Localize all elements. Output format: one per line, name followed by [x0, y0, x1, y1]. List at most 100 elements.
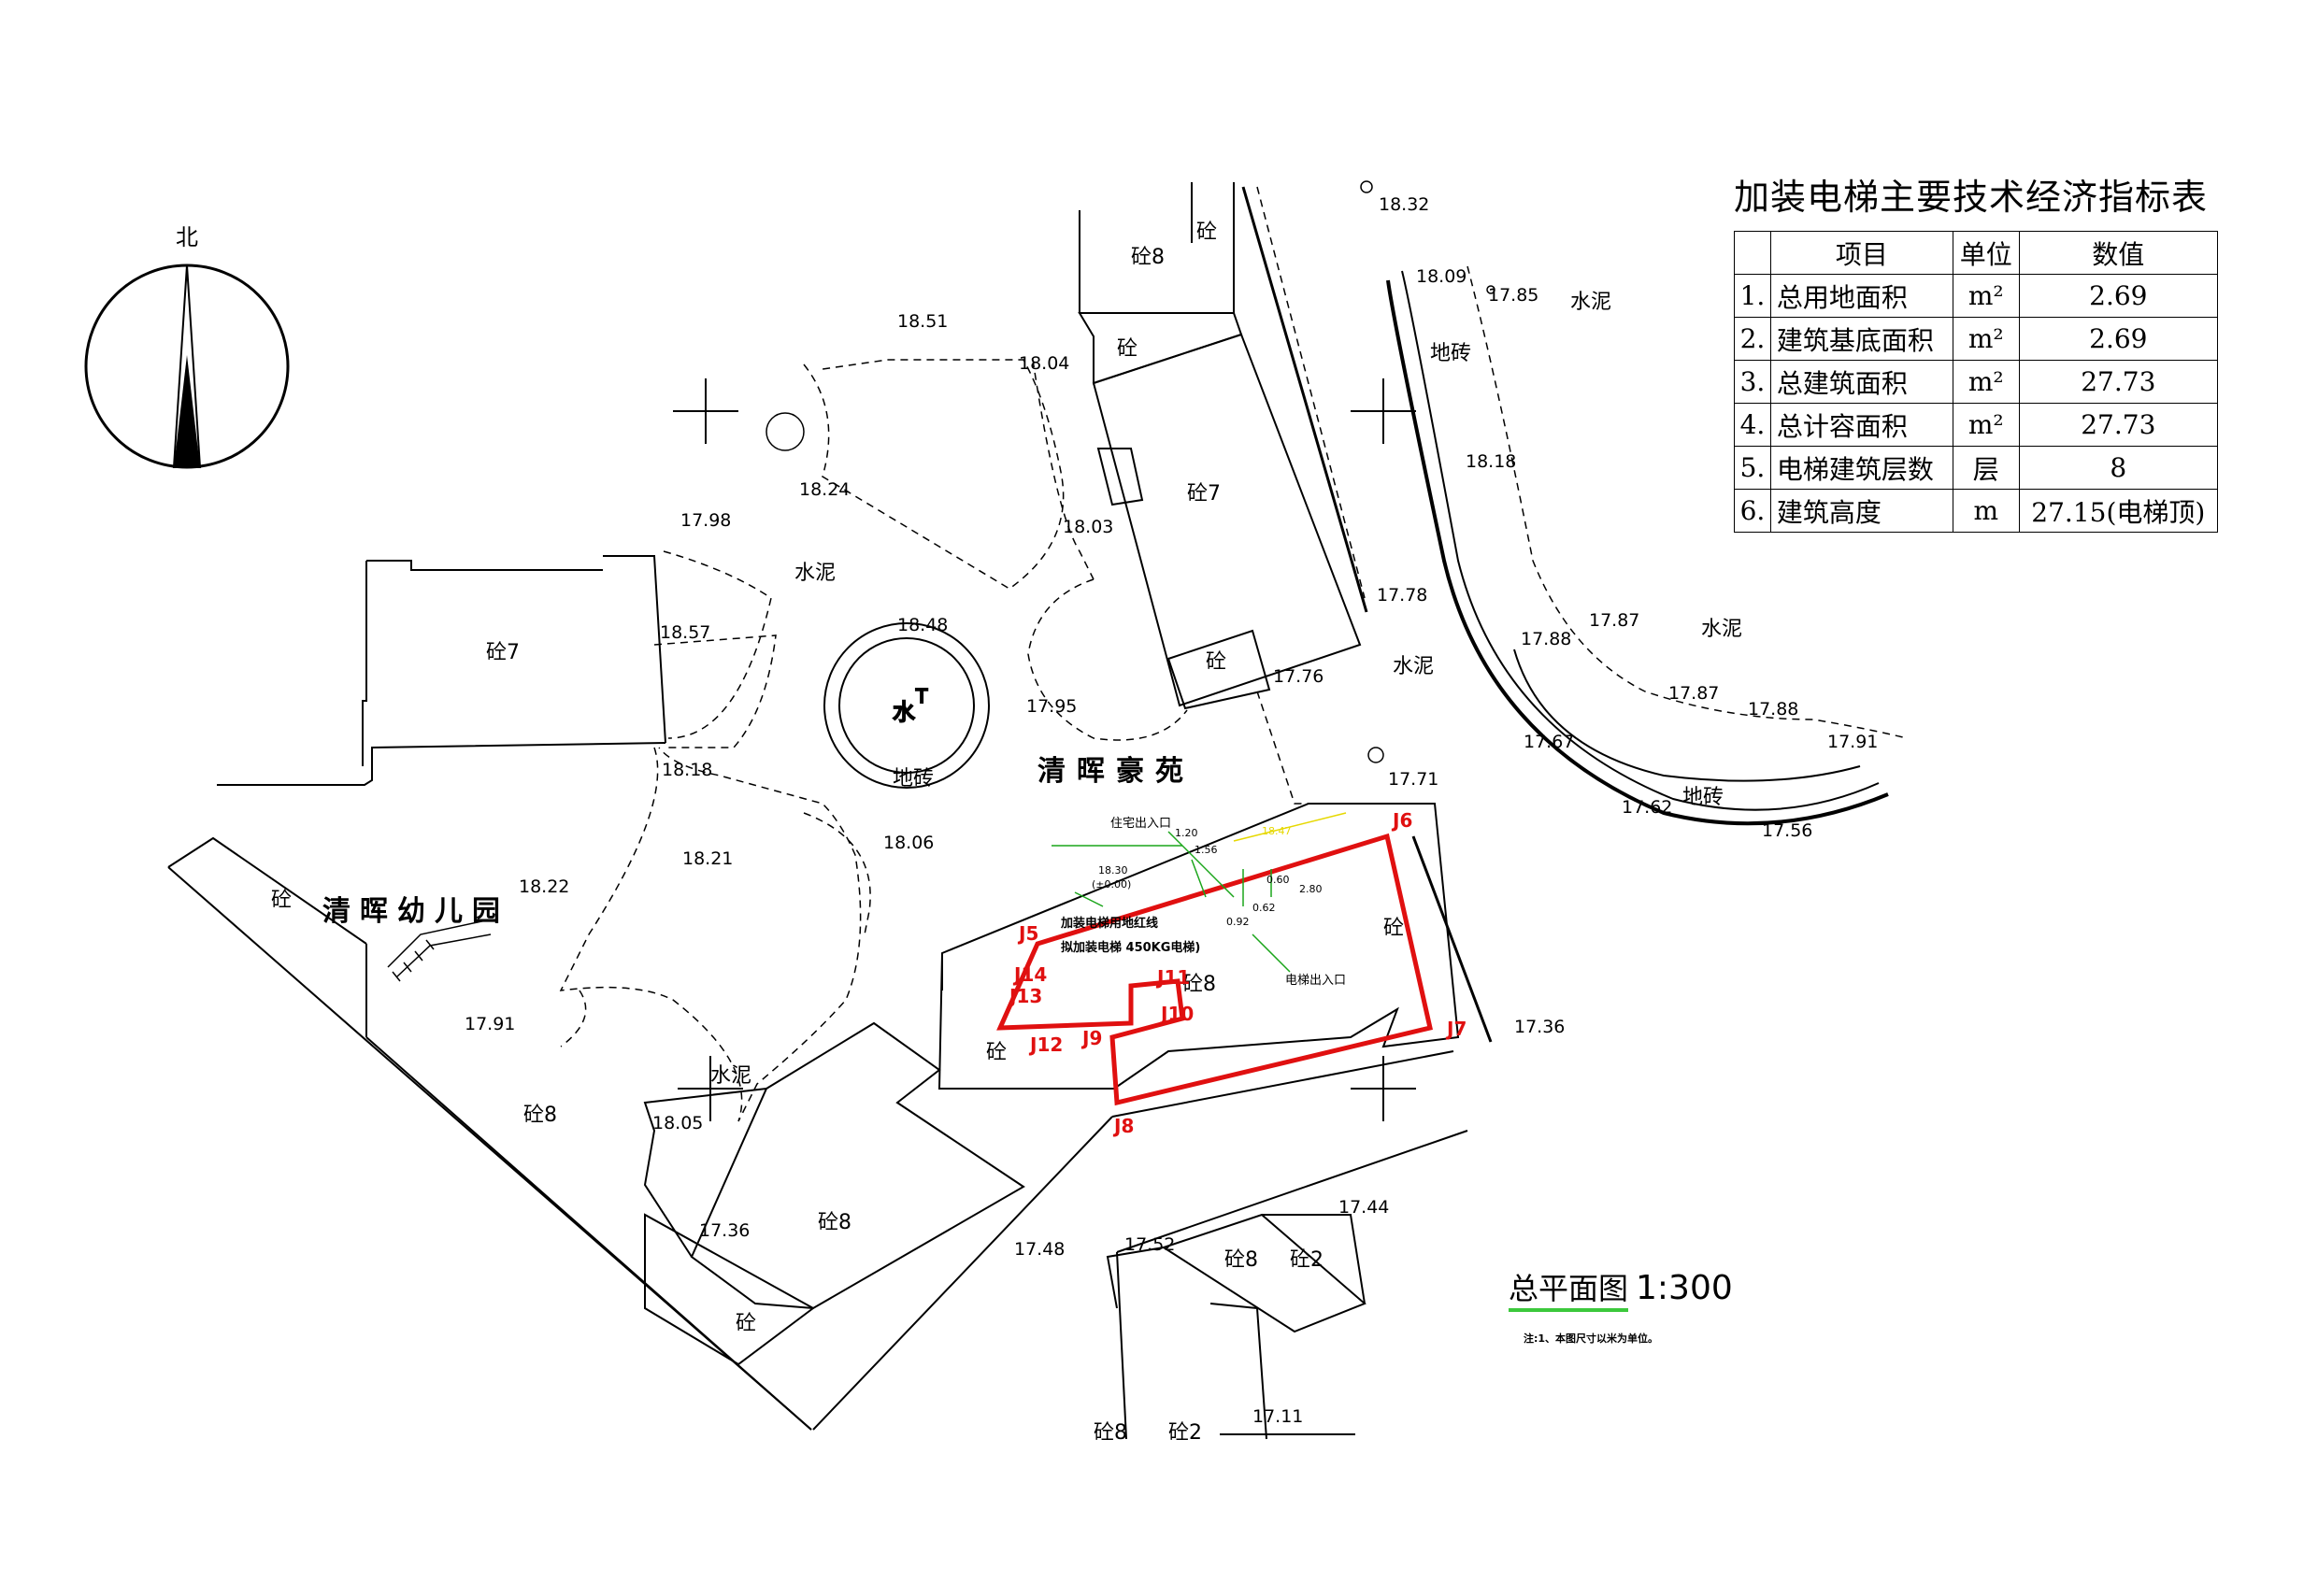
elev-1791b: 17.91 [465, 1014, 515, 1034]
labels: 砼8 砼 砼 砼7 砼 砼7 砼 砼8 砼8 砼 砼 砼8 砼 砼8 砼2 砼8… [271, 221, 1742, 1445]
elev-1832: 18.32 [1379, 194, 1429, 215]
dim-1830: 18.30 [1098, 864, 1128, 876]
water-t-label: T [915, 685, 928, 707]
row-value: 2.69 [2018, 317, 2219, 361]
staircase [387, 919, 492, 982]
label-c-top: 砼 [1196, 221, 1217, 244]
dim-156: 1.56 [1195, 844, 1218, 856]
table-row: 2. 建筑基底面积 m² 2.69 [1734, 317, 2219, 361]
label-c2-sb: 砼2 [1290, 1248, 1324, 1272]
label-c8-bottom: 砼8 [818, 1211, 851, 1234]
elev-1785: 17.85 [1488, 285, 1538, 306]
label-c8-left: 砼8 [523, 1104, 557, 1127]
label-cement3: 水泥 [1570, 291, 1611, 314]
dimension-lines [1052, 831, 1291, 973]
label-c-elev-bldg: 砼 [1383, 917, 1404, 940]
row-no: 6. [1734, 489, 1771, 533]
label-cement5: 水泥 [710, 1064, 751, 1088]
table-row: 5. 电梯建筑层数 层 8 [1734, 446, 2219, 490]
res-entry-label: 住宅出入口 [1110, 817, 1171, 831]
point-j7: J7 [1445, 1018, 1467, 1040]
point-j13: J13 [1008, 985, 1042, 1007]
point-j5: J5 [1017, 922, 1038, 945]
header-value: 数值 [2018, 231, 2219, 275]
elev-1851: 18.51 [897, 311, 948, 332]
yellow-label: 18.47 [1262, 825, 1292, 837]
point-j12: J12 [1028, 1033, 1063, 1056]
elev-1788b: 17.88 [1748, 699, 1798, 720]
elev-1857: 18.57 [660, 622, 710, 643]
elev-1711: 17.11 [1252, 1406, 1303, 1427]
table-header-row: 项目 单位 数值 [1734, 231, 2219, 275]
row-no: 3. [1734, 360, 1771, 404]
elev-1748: 17.48 [1014, 1239, 1065, 1260]
point-j6: J6 [1391, 809, 1412, 832]
point-j8: J8 [1112, 1115, 1134, 1137]
dashed-boundaries [559, 186, 1908, 1122]
label-cement4: 水泥 [1701, 618, 1742, 641]
point-j9: J9 [1080, 1027, 1102, 1049]
row-unit: m² [1952, 317, 2020, 361]
row-value: 27.73 [2018, 360, 2219, 404]
row-value: 2.69 [2018, 274, 2219, 318]
row-unit: m [1952, 489, 2020, 533]
elev-1798: 17.98 [680, 510, 731, 531]
elev-1791a: 17.91 [1827, 732, 1878, 752]
table-title: 加装电梯主要技术经济指标表 [1734, 177, 2209, 218]
elev-1818a: 18.18 [1466, 451, 1516, 472]
elev-1788a: 17.88 [1521, 629, 1571, 649]
indicator-table: 项目 单位 数值 1. 总用地面积 m² 2.69 2. 建筑基底面积 m² 2… [1734, 231, 2219, 533]
elev-1848: 18.48 [897, 615, 948, 635]
table-row: 6. 建筑高度 m 27.15(电梯顶) [1734, 489, 2219, 533]
point-j10: J10 [1159, 1003, 1194, 1025]
north-arrow: 北 [84, 224, 290, 469]
scale-title: 总平面图 [1509, 1271, 1629, 1312]
row-name: 总计容面积 [1769, 403, 1953, 447]
point-j14: J14 [1012, 963, 1047, 986]
label-c-kg: 砼 [271, 889, 292, 912]
elevations: 18.32 18.09 17.85 18.51 18.04 18.24 18.0… [465, 194, 1878, 1427]
kindergarten-name: 清晖幼儿园 [322, 895, 509, 928]
elev-1818b: 18.18 [662, 760, 712, 780]
grid-crosses [673, 378, 1416, 1121]
table-row: 4. 总计容面积 m² 27.73 [1734, 403, 2219, 447]
row-unit: m² [1952, 360, 2020, 404]
dim-b: 0.62 [1252, 902, 1276, 914]
row-unit: m² [1952, 403, 2020, 447]
label-tile2: 地砖 [1430, 342, 1471, 365]
label-c8-sb: 砼8 [1224, 1248, 1258, 1272]
row-no: 2. [1734, 317, 1771, 361]
dim-280: 2.80 [1299, 883, 1323, 895]
header-item: 项目 [1769, 231, 1953, 275]
label-c2-foot: 砼2 [1168, 1421, 1202, 1445]
table-row: 1. 总用地面积 m² 2.69 [1734, 274, 2219, 318]
elev-1767: 17.67 [1524, 732, 1574, 752]
label-c-mid: 砼 [1206, 650, 1226, 674]
row-unit: 层 [1952, 446, 2020, 490]
row-value: 27.15(电梯顶) [2018, 489, 2219, 533]
label-c8-top: 砼8 [1131, 246, 1165, 269]
place-names: 清晖豪苑 清晖幼儿园 [322, 755, 1183, 928]
elev-1787a: 17.87 [1589, 610, 1639, 631]
row-unit: m² [1952, 274, 2020, 318]
label-tile3: 地砖 [1682, 786, 1724, 809]
label-c-center: 砼 [986, 1041, 1007, 1064]
elev-entry-label: 电梯出入口 [1285, 974, 1346, 988]
header-no [1734, 231, 1771, 275]
row-name: 电梯建筑层数 [1769, 446, 1953, 490]
elev-1809: 18.09 [1416, 266, 1467, 287]
dim-c: 0.92 [1226, 916, 1250, 928]
annotations: 住宅出入口 电梯出入口 加装电梯用地红线 拟加装电梯 450KG电梯) 1.20… [1060, 817, 1346, 988]
redline-label: 加装电梯用地红线 [1060, 916, 1158, 931]
elev-1771: 17.71 [1388, 769, 1438, 790]
yellow-markup [1233, 812, 1347, 842]
label-c-bottom: 砼 [736, 1312, 756, 1335]
proposed-label: 拟加装电梯 450KG电梯) [1061, 940, 1200, 955]
label-cement1: 水泥 [794, 562, 836, 585]
row-name: 建筑基底面积 [1769, 317, 1953, 361]
elev-1805: 18.05 [652, 1113, 703, 1133]
label-c7-right: 砼7 [1187, 482, 1221, 506]
elev-1756: 17.56 [1762, 820, 1812, 841]
